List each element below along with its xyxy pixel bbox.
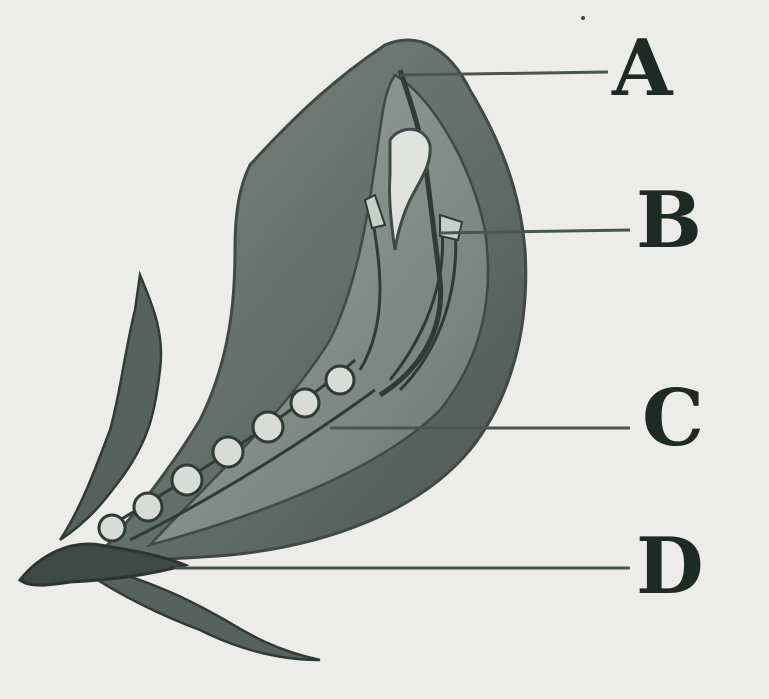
ovule [253,412,283,442]
ovule [213,437,243,467]
ovule [99,515,125,541]
label-d: D [636,528,704,606]
label-a: A [612,30,673,108]
ovule [172,465,202,495]
ovule [291,389,319,417]
ovule [326,366,354,394]
speck [581,16,585,20]
label-b: B [636,182,702,260]
ovule [134,493,162,521]
label-c: C [642,380,704,458]
sepal-lower [90,565,320,660]
